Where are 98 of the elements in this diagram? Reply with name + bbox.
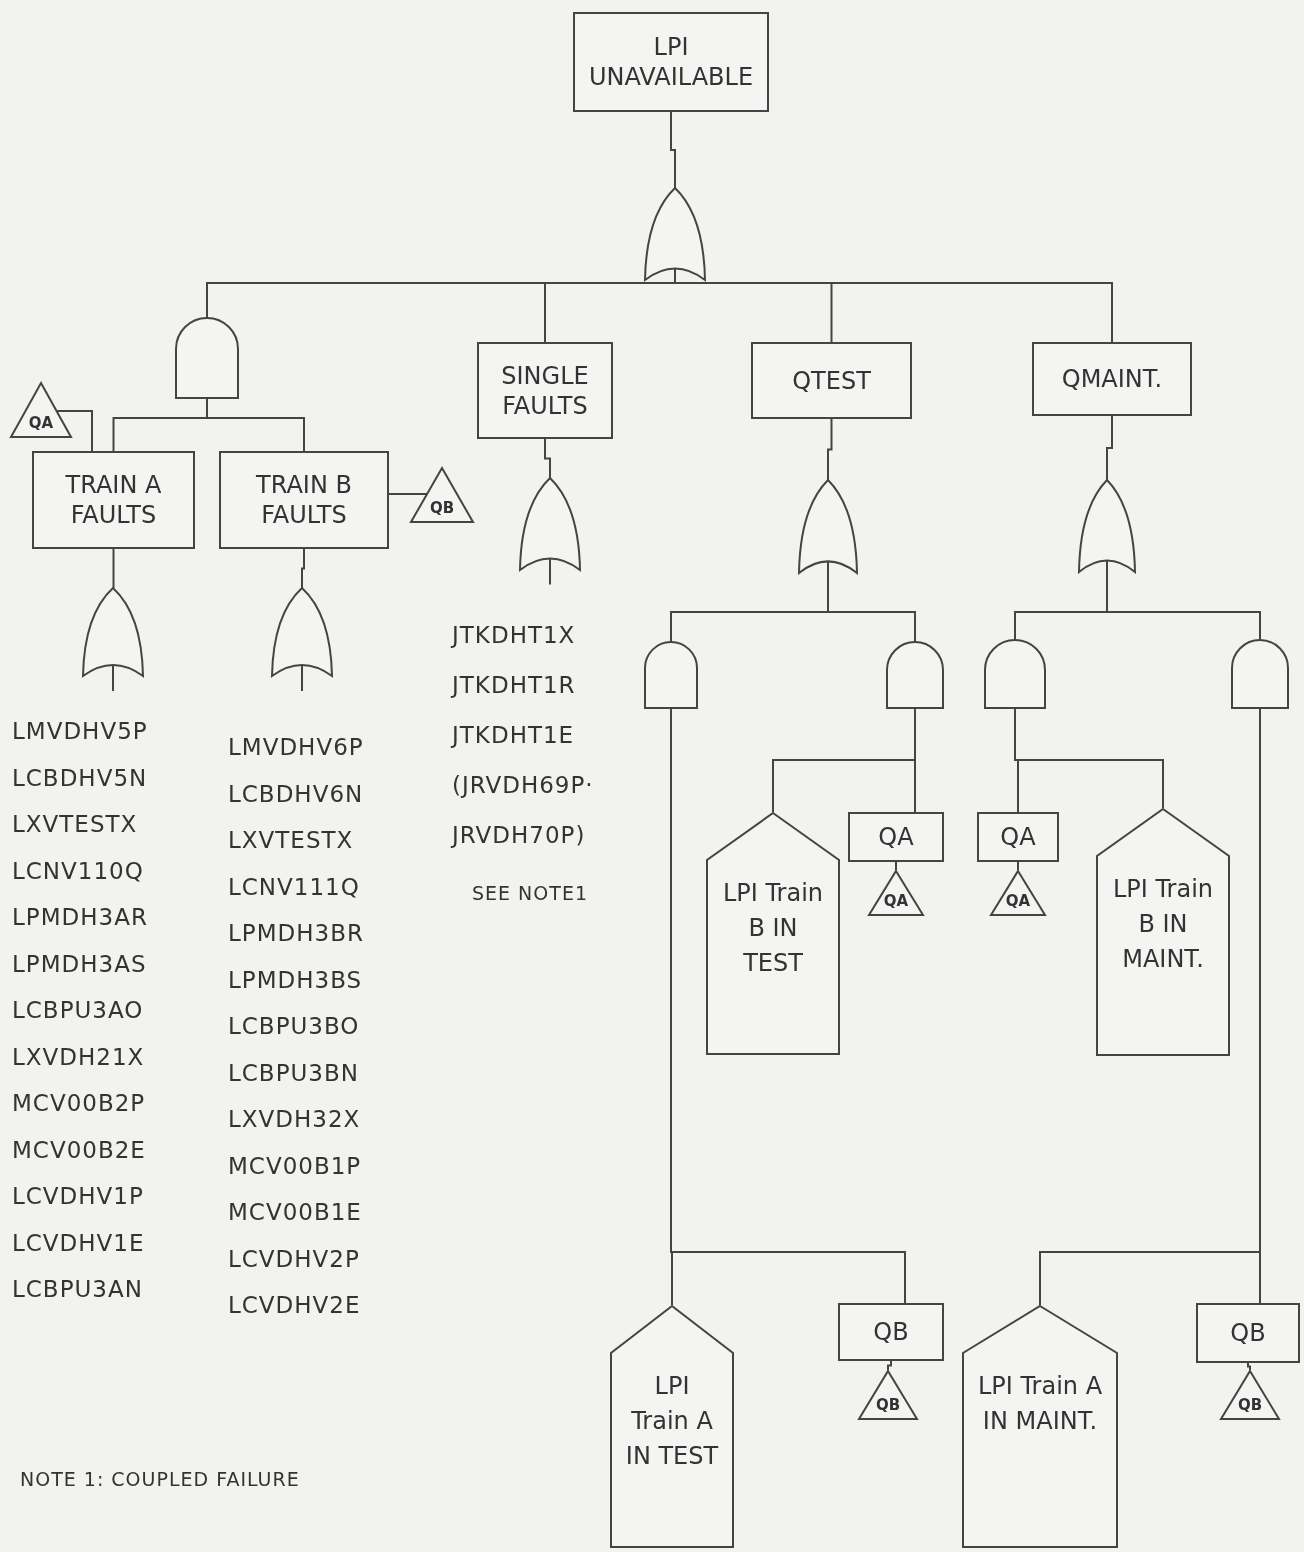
basic-event-code: LCBPU3BN xyxy=(228,1059,359,1086)
house-event xyxy=(610,1305,734,1548)
note: NOTE 1: COUPLED FAILURE xyxy=(20,1468,300,1490)
basic-event-code: LXVDH32X xyxy=(228,1106,361,1132)
basic-event-code: MCV00B1E xyxy=(228,1199,362,1225)
connector-line xyxy=(670,111,676,189)
basic-event-code: MCV00B2E xyxy=(12,1136,146,1163)
or-gate xyxy=(1079,480,1135,572)
connector-line xyxy=(827,418,833,481)
basic-event-code: LPMDH3BR xyxy=(228,920,364,946)
event-label: QB xyxy=(1230,1318,1266,1348)
basic-event-code: LPMDH3BS xyxy=(228,966,363,993)
or-gate xyxy=(645,188,705,280)
event-label: QA xyxy=(878,822,914,852)
event-label: LPI UNAVAILABLE xyxy=(587,32,755,92)
transfer-triangle xyxy=(858,1370,918,1420)
basic-event-code: LXVTESTX xyxy=(12,811,138,837)
event-label: LPI Train A IN TEST xyxy=(624,1371,720,1472)
basic-event-code: LCNV111Q xyxy=(228,873,360,900)
event-box xyxy=(219,451,389,549)
connector-line xyxy=(895,861,897,871)
basic-event-code: LCBDHV5N xyxy=(12,764,148,791)
connector-line xyxy=(1247,1362,1251,1371)
event-box xyxy=(848,812,944,862)
basic-event-code: LXVTESTX xyxy=(228,827,354,853)
event-label: TRAIN B FAULTS xyxy=(255,470,353,530)
event-label: LPI Train B IN TEST xyxy=(721,878,825,979)
basic-event-code: LXVDH21X xyxy=(12,1043,145,1070)
house-event xyxy=(962,1305,1118,1548)
connector-line xyxy=(887,1360,892,1371)
basic-event-code: MCV00B2P xyxy=(12,1090,146,1116)
event-label: QA xyxy=(1000,822,1036,852)
event-box xyxy=(477,342,613,439)
connector-line xyxy=(914,707,916,813)
or-gate xyxy=(83,588,143,676)
event-label: QB xyxy=(428,499,456,517)
connector-line xyxy=(206,397,305,452)
connector-line xyxy=(1014,707,1164,809)
basic-event-code: LCBPU3AN xyxy=(12,1276,143,1302)
event-label: LPI Train A IN MAINT. xyxy=(976,1371,1104,1437)
and-gate xyxy=(887,642,943,708)
connector-line xyxy=(56,410,93,452)
event-box xyxy=(751,342,912,419)
event-label: QB xyxy=(874,1396,902,1414)
event-box xyxy=(573,12,769,112)
basic-event-code: MCV00B1P xyxy=(228,1152,362,1179)
or-gate xyxy=(272,588,332,676)
and-gate xyxy=(1232,640,1288,708)
event-label: SINGLE FAULTS xyxy=(500,360,590,421)
event-label: QB xyxy=(1236,1396,1264,1414)
connector-line xyxy=(1106,415,1113,481)
event-box xyxy=(32,451,195,549)
basic-event-code: LMVDHV6P xyxy=(228,734,364,760)
or-gate xyxy=(799,480,857,573)
basic-event-code: LCVDHV2P xyxy=(228,1245,360,1272)
connector-line xyxy=(301,548,305,589)
event-box xyxy=(1032,342,1192,416)
connector-line xyxy=(1017,861,1019,871)
transfer-triangle xyxy=(10,382,72,438)
basic-event-code: JTKDHT1E xyxy=(452,722,575,748)
basic-event-code: LCVDHV2E xyxy=(228,1292,361,1318)
basic-event-code: LCBDHV6N xyxy=(228,780,364,807)
event-box xyxy=(838,1303,944,1361)
basic-event-code: LCNV110Q xyxy=(12,857,144,884)
event-box xyxy=(1196,1303,1300,1363)
event-label: QMAINT. xyxy=(1061,364,1163,394)
transfer-triangle xyxy=(990,870,1046,916)
and-gate xyxy=(176,318,238,398)
transfer-triangle xyxy=(410,467,474,523)
basic-event-code: LMVDHV5P xyxy=(12,718,148,744)
basic-event-code: JTKDHT1X xyxy=(452,622,576,648)
basic-event-code: LPMDH3AS xyxy=(12,950,147,977)
event-label: QA xyxy=(882,892,910,910)
and-gate xyxy=(985,640,1045,708)
event-label: QA xyxy=(27,414,55,432)
event-label: QB xyxy=(873,1317,909,1347)
basic-event-code: LCBPU3BO xyxy=(228,1013,360,1039)
event-label: TRAIN A FAULTS xyxy=(64,470,163,530)
basic-event-code: JTKDHT1R xyxy=(452,672,576,698)
transfer-triangle xyxy=(1220,1370,1280,1420)
basic-event-code: JRVDH70P) xyxy=(452,822,586,848)
basic-event-code: LPMDH3AR xyxy=(12,904,148,930)
connector-line xyxy=(112,548,115,589)
house-event xyxy=(1096,808,1230,1056)
house-event xyxy=(706,812,840,1055)
or-gate xyxy=(520,478,580,570)
basic-event-code: LCVDHV1P xyxy=(12,1183,144,1209)
event-label: LPI Train B IN MAINT. xyxy=(1111,874,1215,975)
note-reference: SEE NOTE1 xyxy=(472,882,588,904)
basic-event-code: LCVDHV1E xyxy=(12,1229,145,1256)
event-label: QA xyxy=(1004,892,1032,910)
basic-event-code: LCBPU3AO xyxy=(12,997,144,1023)
transfer-triangle xyxy=(868,870,924,916)
basic-event-code: (JRVDH69P· xyxy=(452,772,594,798)
event-box xyxy=(977,812,1059,862)
and-gate xyxy=(645,642,697,708)
connector-line xyxy=(544,438,551,479)
event-label: QTEST xyxy=(792,365,871,396)
